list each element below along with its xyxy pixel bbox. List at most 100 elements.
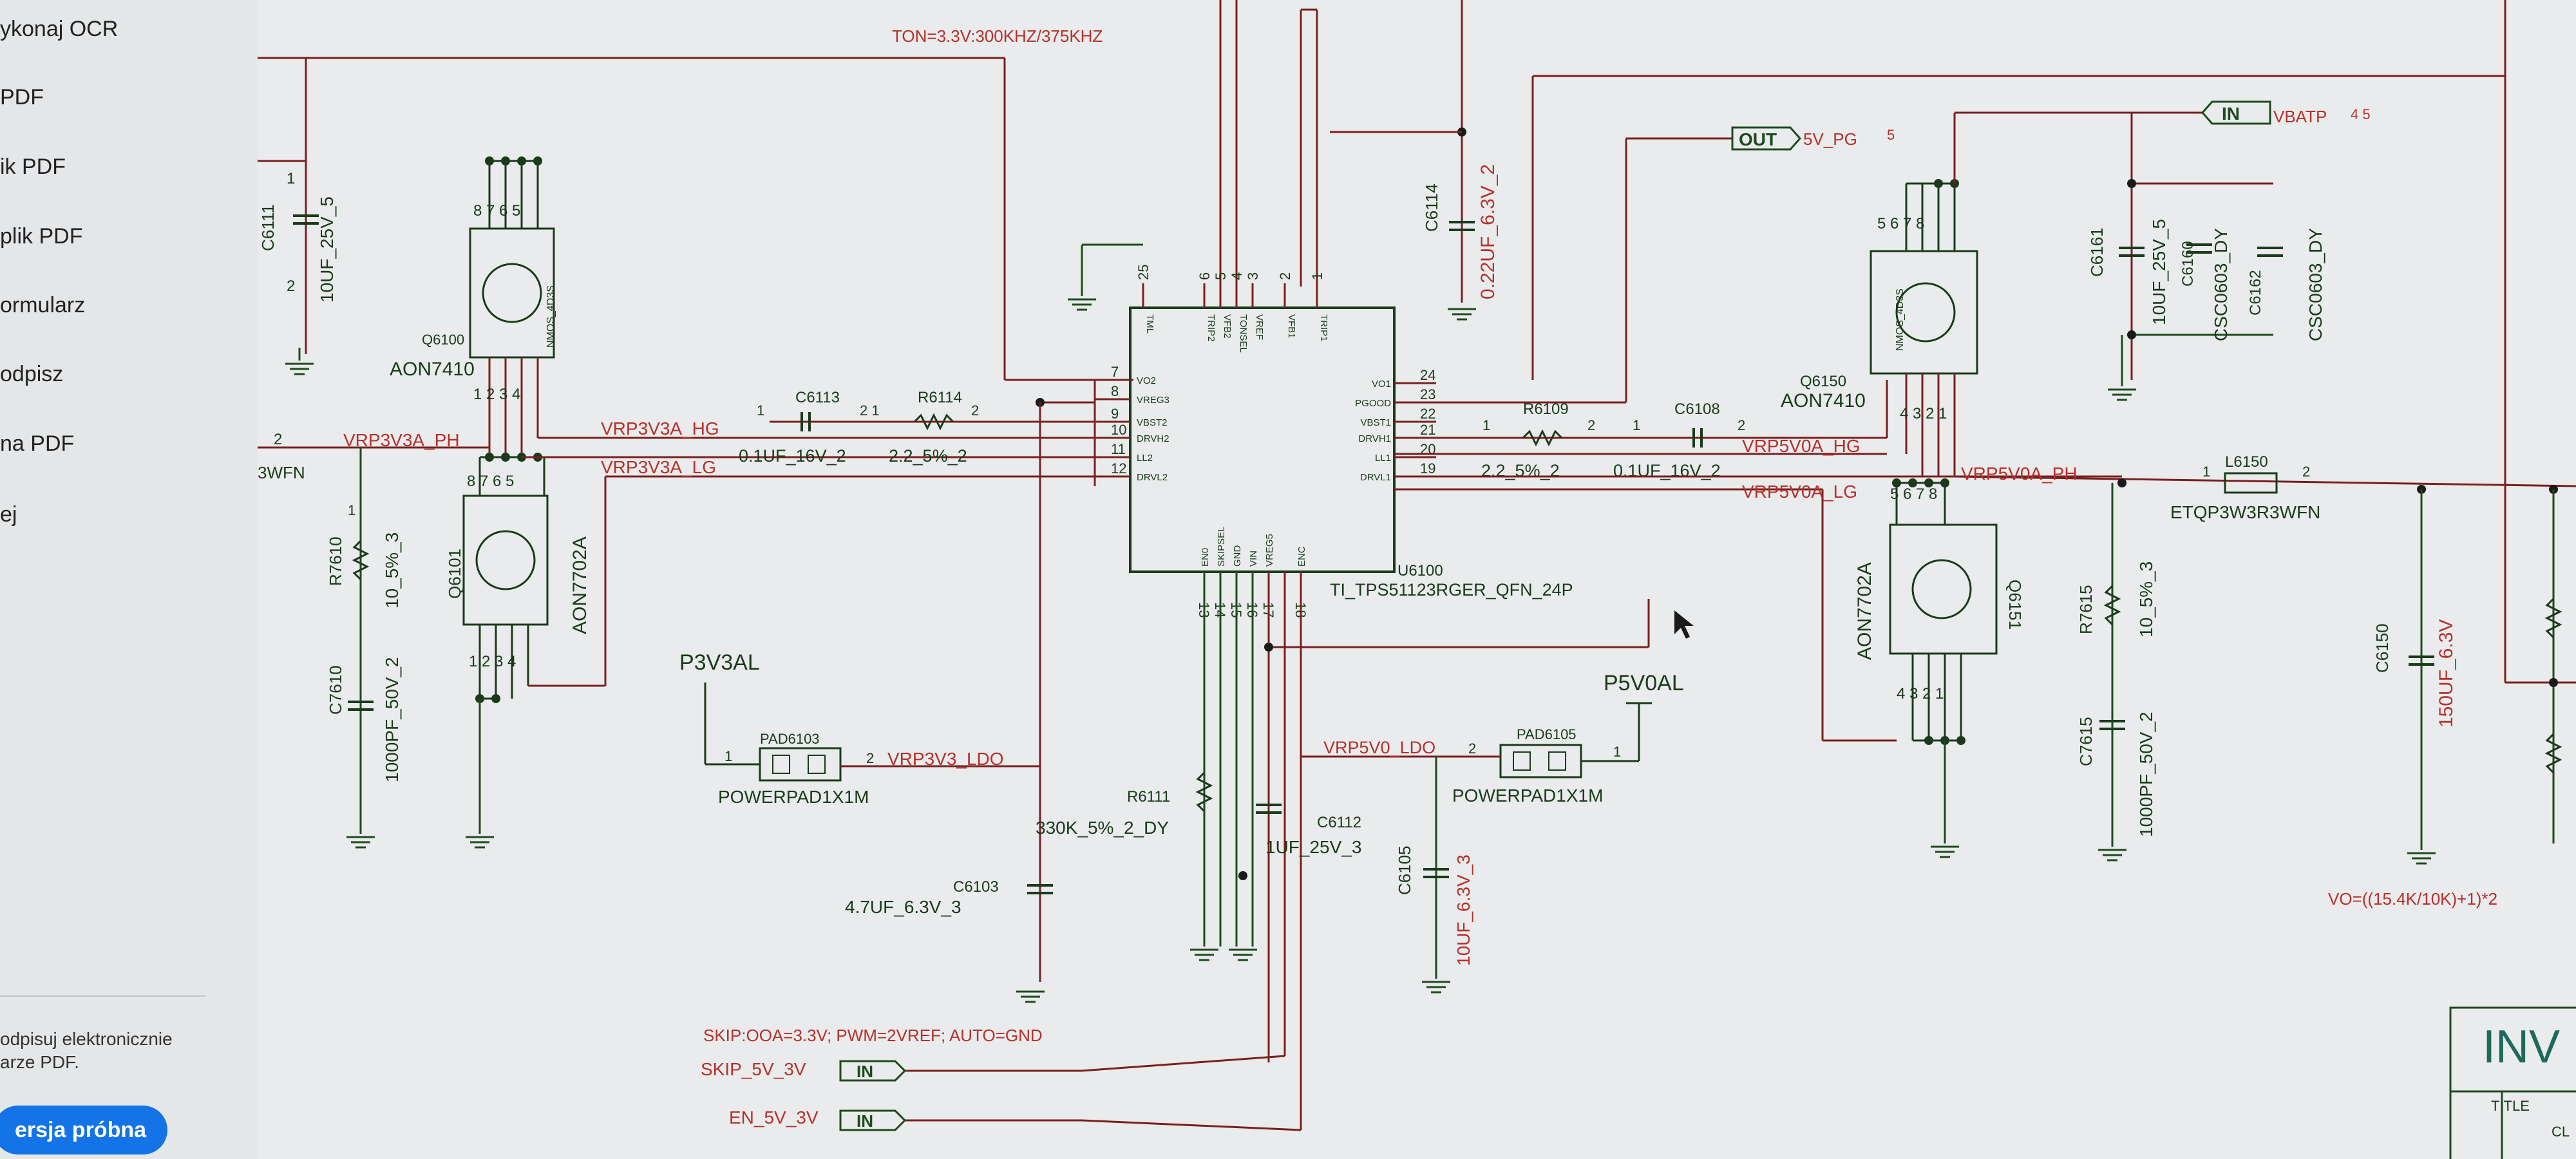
r6114-value: 2.2_5%_2 bbox=[889, 446, 967, 466]
menu-item-ocr[interactable]: ykonaj OCR bbox=[0, 17, 118, 41]
pad6103-value: POWERPAD1X1M bbox=[718, 787, 869, 807]
c6108-pin1: 1 bbox=[1633, 417, 1640, 433]
net-ldo5: VRP5V0_LDO bbox=[1323, 738, 1435, 757]
menu-item-create-pdf[interactable]: PDF bbox=[0, 85, 44, 109]
r6109-pin2: 2 bbox=[1587, 417, 1595, 433]
ic-left-pin-num: 9 bbox=[1111, 406, 1119, 422]
pad6105-value: POWERPAD1X1M bbox=[1452, 786, 1603, 806]
net-hg5: VRP5V0A_HG bbox=[1742, 436, 1861, 456]
ic-top-pin-num: 5 bbox=[1213, 272, 1229, 280]
pad6105-body bbox=[1499, 744, 1582, 778]
ic-top-pin-name: TONSEL bbox=[1238, 314, 1249, 353]
c6105-ref: C6105 bbox=[1395, 845, 1414, 895]
c6103-ref: C6103 bbox=[953, 878, 999, 896]
ic-left-pin-name: LL2 bbox=[1137, 453, 1153, 464]
l6150-pin1: 1 bbox=[2202, 464, 2210, 480]
ic-top-pin-name: TML bbox=[1144, 314, 1155, 334]
document-canvas[interactable]: TON=3.3V:300KHZ/375KHZ U6100 TI_TPS51123… bbox=[258, 0, 2576, 1159]
c6108-ref: C6108 bbox=[1674, 400, 1720, 418]
c6111-ref: C6111 bbox=[258, 204, 278, 251]
ic-top-pin-num: 6 bbox=[1197, 272, 1213, 280]
r6114-pin2: 2 bbox=[971, 402, 979, 419]
q6150-body bbox=[1870, 250, 1978, 375]
ton-note: TON=3.3V:300KHZ/375KHZ bbox=[892, 26, 1103, 46]
pad6105-pin2: 2 bbox=[1468, 740, 1476, 757]
c6162-ref: C6162 bbox=[2247, 270, 2264, 316]
en-net: EN_5V_3V bbox=[729, 1107, 819, 1127]
sidebar-divider bbox=[0, 995, 206, 997]
c7610-ref: C7610 bbox=[326, 665, 345, 715]
r7615-value: 10_5%_3 bbox=[2136, 561, 2156, 637]
menu-item-form[interactable]: ormularz bbox=[0, 293, 86, 317]
ic-bottom-pin-name: ENC bbox=[1296, 546, 1307, 567]
ic-bottom-pin-name: GND bbox=[1232, 545, 1243, 567]
ic-top-pin-name: VFB1 bbox=[1286, 314, 1297, 339]
ic-right-pin-name: DRVL1 bbox=[1360, 472, 1391, 483]
r6111-value: 330K_5%_2_DY bbox=[1036, 818, 1169, 838]
c6111-value: 10UF_25V_5 bbox=[317, 196, 337, 303]
c6150-value: 150UF_6.3V bbox=[2436, 619, 2457, 728]
l6150-ref: L6150 bbox=[2225, 453, 2268, 471]
ic-left-pin-name: DRVH2 bbox=[1137, 433, 1170, 444]
c7610-value: 1000PF_50V_2 bbox=[382, 657, 402, 782]
mouse-cursor-icon bbox=[1674, 610, 1694, 639]
q6100-body bbox=[469, 227, 555, 359]
ic-left-pin-num: 8 bbox=[1111, 383, 1119, 399]
pad6103-pin2: 2 bbox=[866, 750, 874, 766]
c6105-value: 10UF_6.3V_3 bbox=[1454, 854, 1473, 966]
net-ldo3: VRP3V3_LDO bbox=[887, 749, 1004, 769]
r6109-ref: R6109 bbox=[1523, 400, 1569, 418]
promo-text-line2: arze PDF. bbox=[0, 1052, 79, 1072]
l6150-value: ETQP3W3R3WFN bbox=[2170, 502, 2320, 522]
trial-version-button[interactable]: ersja próbna bbox=[0, 1106, 167, 1154]
c6111-pin2: 2 bbox=[287, 278, 295, 295]
c7615-ref: C7615 bbox=[2076, 717, 2096, 766]
menu-item-convert-pdf[interactable]: na PDF bbox=[0, 431, 75, 456]
ic-right-pin-num: 22 bbox=[1420, 406, 1435, 422]
c6150-ref: C6150 bbox=[2372, 623, 2392, 673]
c6113-value: 0.1UF_16V_2 bbox=[739, 446, 846, 466]
pad6105-ref: PAD6105 bbox=[1517, 726, 1577, 742]
vo-formula: VO=((15.4K/10K)+1)*2 bbox=[2328, 889, 2497, 909]
menu-item-edit-pdf[interactable]: ik PDF bbox=[0, 155, 66, 179]
net-ph3: VRP3V3A_PH bbox=[343, 430, 460, 450]
q6151-pins-bot: 4 3 2 1 bbox=[1897, 685, 1944, 702]
pg-net: 5V_PG bbox=[1803, 129, 1857, 149]
pad6103-body bbox=[759, 747, 842, 782]
ic-bottom-pin-name: VIN bbox=[1248, 551, 1259, 567]
ic-left-pin-num: 10 bbox=[1111, 422, 1126, 438]
ic-top-pin-name: VREF bbox=[1254, 314, 1265, 340]
q6101-part: AON7702A bbox=[569, 536, 591, 634]
c6113-pins: 1 bbox=[757, 402, 764, 419]
ic-right-pin-name: PGOOD bbox=[1355, 398, 1391, 409]
menu-item-more[interactable]: ej bbox=[0, 502, 17, 527]
pg-sheet: 5 bbox=[1887, 127, 1895, 143]
ic-left-pin-num: 12 bbox=[1111, 460, 1126, 476]
ic-right-pin-num: 19 bbox=[1420, 460, 1435, 476]
ic-left-pin-num: 11 bbox=[1111, 441, 1126, 457]
ic-top-pin-name: VFB2 bbox=[1222, 314, 1233, 339]
l6150-body bbox=[2224, 472, 2278, 494]
c6112-value: 1UF_25V_3 bbox=[1265, 837, 1361, 857]
c7615-value: 1000PF_50V_2 bbox=[2136, 711, 2156, 837]
skip-net: SKIP_5V_3V bbox=[701, 1059, 806, 1079]
ic-top-pin-num: 3 bbox=[1245, 272, 1261, 280]
c6112-ref: C6112 bbox=[1317, 814, 1361, 831]
menu-item-sign[interactable]: odpisz bbox=[0, 362, 64, 386]
ic-bottom-pin-name: SKIPSEL bbox=[1216, 526, 1227, 567]
c6114-value: 0.22UF_6.3V_2 bbox=[1477, 164, 1499, 299]
net-ph3-pin: 2 bbox=[274, 431, 282, 448]
ic-right-pin-num: 24 bbox=[1420, 367, 1435, 383]
tool-sidebar: ykonaj OCR PDF ik PDF plik PDF ormularz … bbox=[0, 0, 259, 1159]
q6151-pins-top: 5 6 7 8 bbox=[1890, 485, 1937, 503]
c6103-value: 4.7UF_6.3V_3 bbox=[845, 897, 961, 917]
q6151-ref: Q6151 bbox=[2005, 580, 2025, 630]
c6113-ref: C6113 bbox=[795, 389, 840, 406]
pad6103-pin1: 1 bbox=[724, 748, 732, 764]
q6100-ref: Q6100 bbox=[422, 332, 464, 348]
ic-top-pin-num: 1 bbox=[1309, 272, 1325, 280]
p3v3al-label: P3V3AL bbox=[679, 650, 760, 675]
net-lg5: VRP5V0A_LG bbox=[1742, 482, 1857, 502]
menu-item-export-pdf[interactable]: plik PDF bbox=[0, 224, 83, 249]
q6100-inner: NMOS_4D3S bbox=[545, 285, 556, 348]
